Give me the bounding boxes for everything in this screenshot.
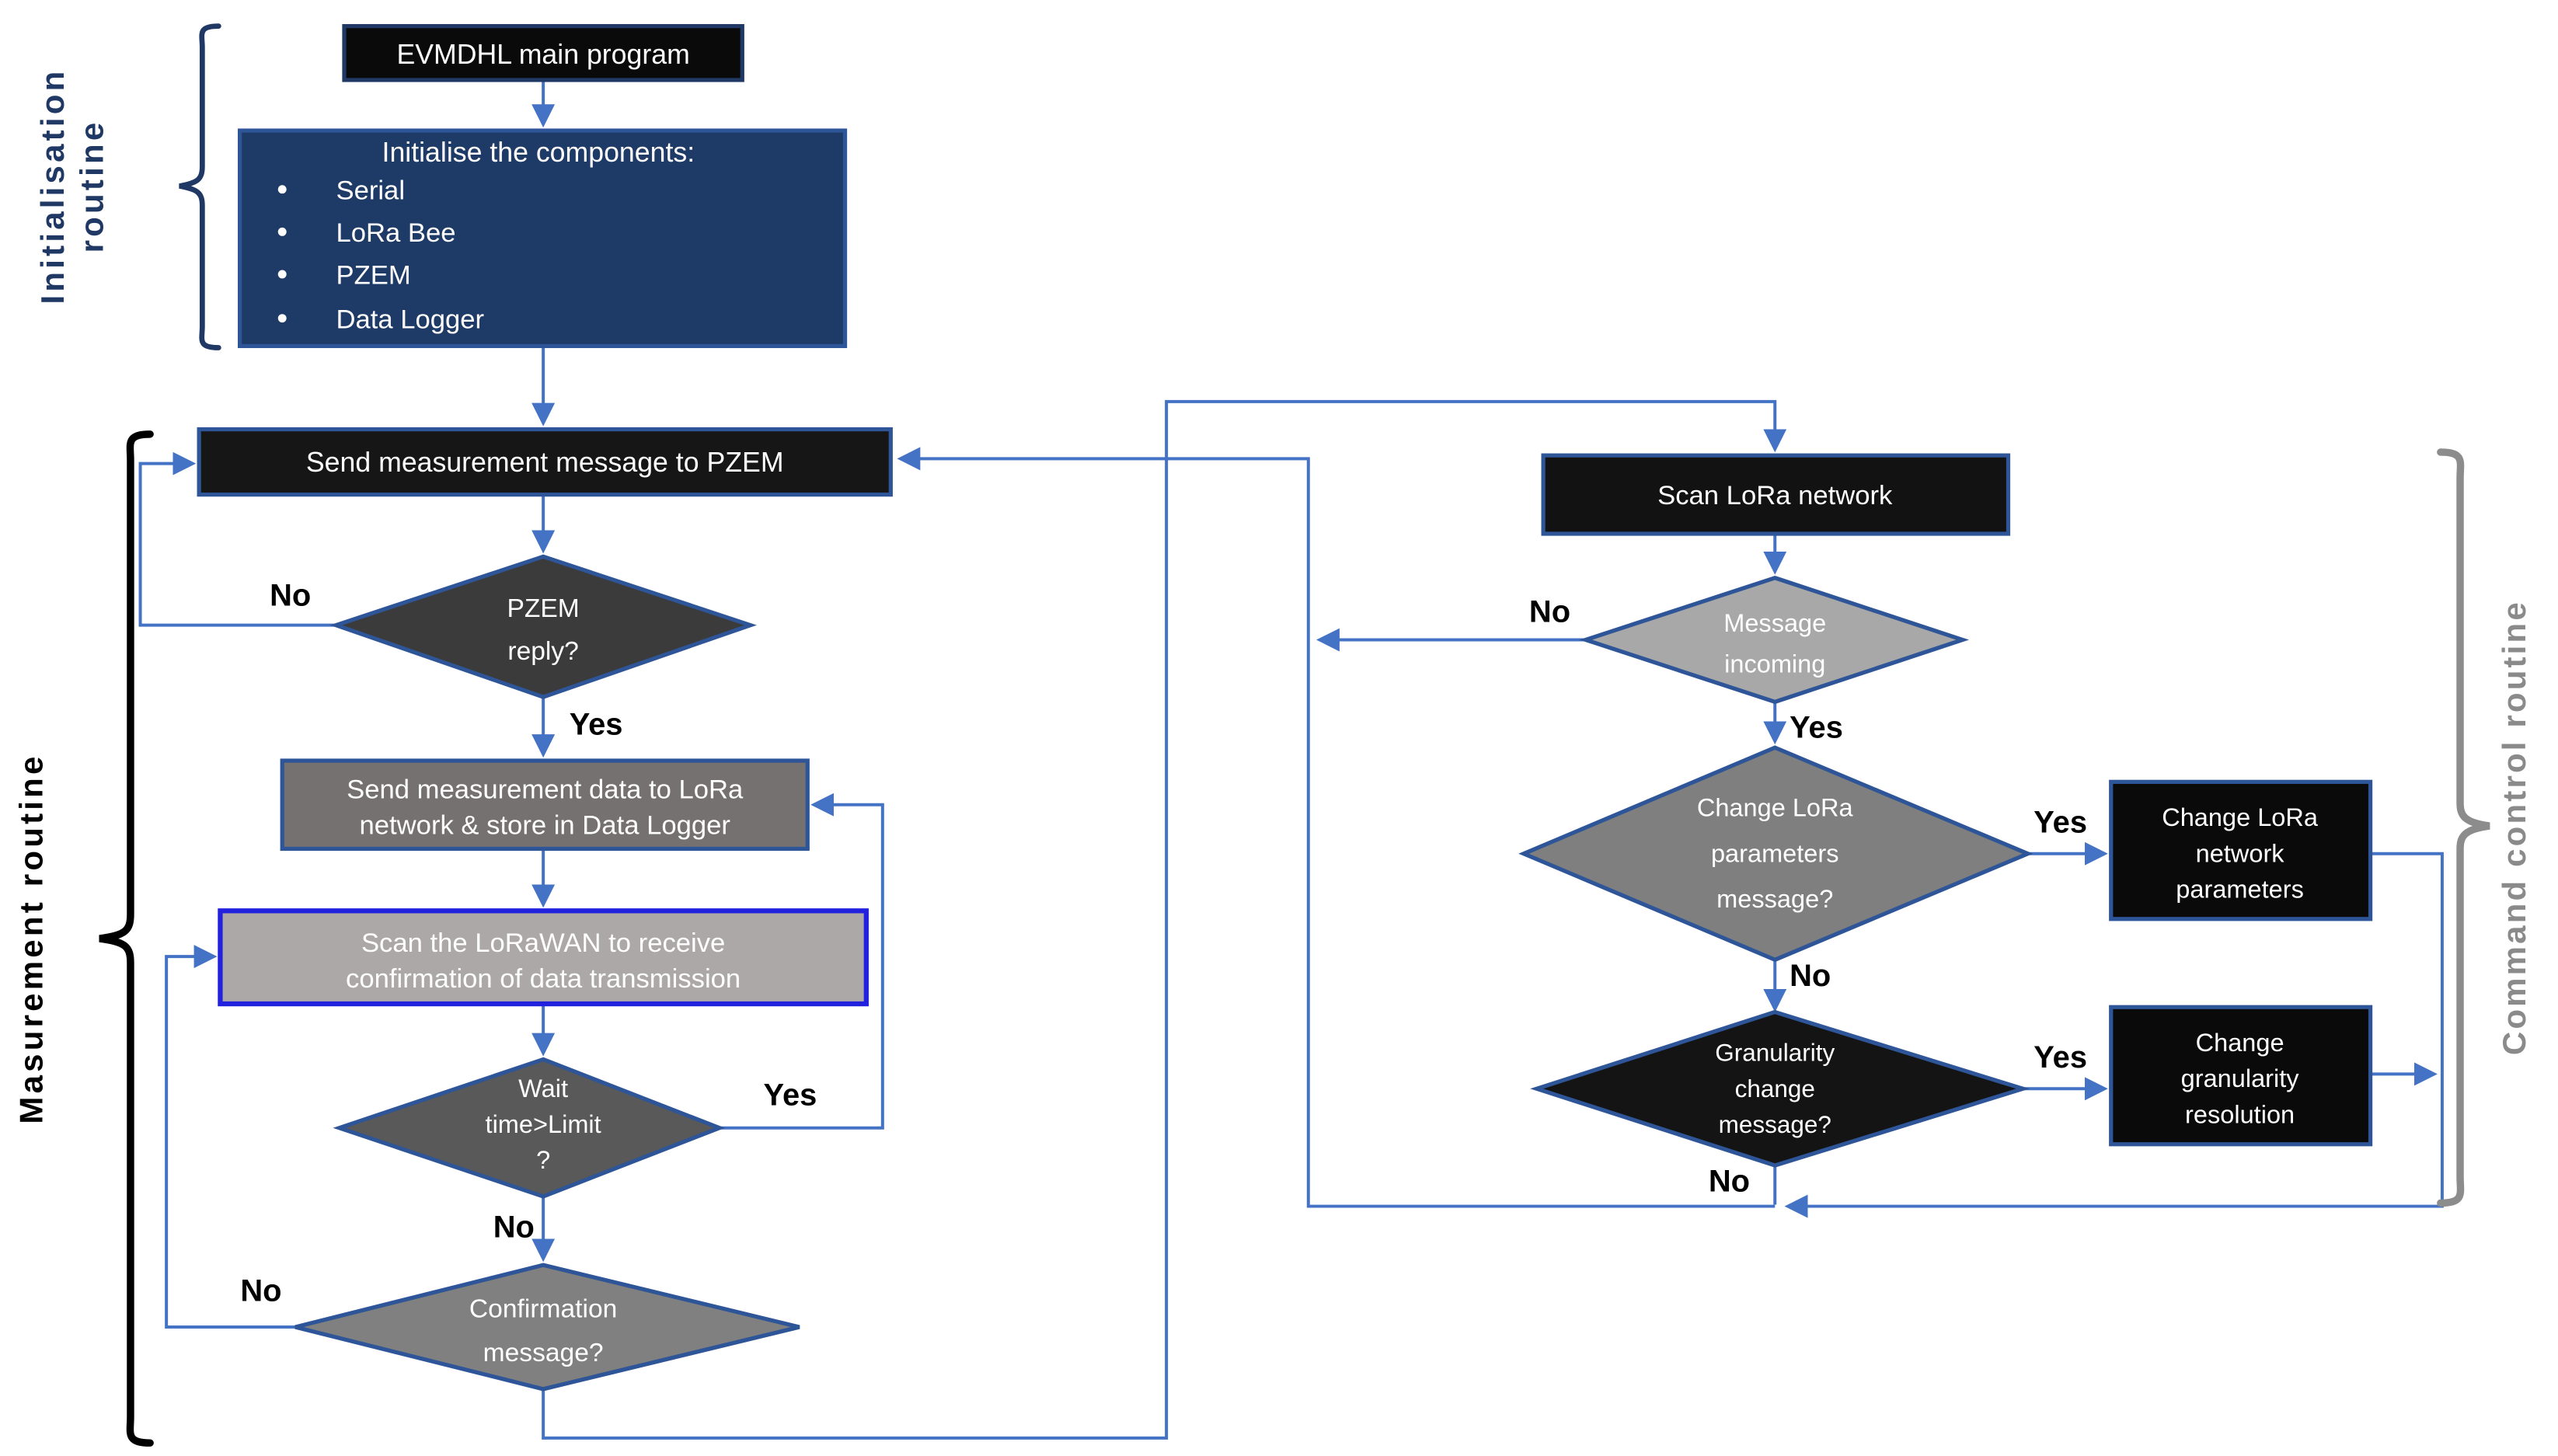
edge-label-gran-no: No <box>1709 1165 1750 1199</box>
init-item-datalogger: Data Logger <box>336 305 484 334</box>
measurement-label-text: Masurement routine <box>13 753 50 1123</box>
send-data-line2: network & store in Data Logger <box>360 811 730 841</box>
bullet-icon <box>277 185 287 194</box>
init-components-box <box>238 128 848 349</box>
node-granularity-q: Granularity change message? <box>1530 1009 2030 1168</box>
change-params-box <box>2109 779 2373 921</box>
change-params-q-diamond <box>1518 745 2034 963</box>
initialisation-bracket <box>179 23 221 350</box>
node-confirmation: Confirmation message? <box>294 1263 800 1392</box>
node-init-components: Initialise the components: Serial LoRa B… <box>238 128 848 349</box>
edge-label-gran-yes: Yes <box>2034 1040 2087 1075</box>
msg-incoming-diamond <box>1579 575 1970 705</box>
scan-lorawan-box <box>218 908 869 1007</box>
edge-label-params-no: No <box>1790 959 1831 993</box>
granularity-q-line3: message? <box>1719 1110 1831 1138</box>
node-main-program: EVMDHL main program <box>342 23 744 82</box>
change-params-line2: network <box>2196 839 2285 867</box>
change-gran-line3: resolution <box>2185 1100 2295 1128</box>
pzem-reply-diamond <box>329 554 757 699</box>
node-scan-lora: Scan LoRa network <box>1541 453 2011 536</box>
edge-confirmation-to-scanlora <box>542 399 1787 1440</box>
edge-confirmation-no-loop <box>165 945 296 1329</box>
change-params-line1: Change LoRa <box>2162 803 2319 831</box>
init-item-serial: Serial <box>336 176 405 205</box>
change-gran-line1: Change <box>2196 1029 2284 1057</box>
edge-wait-yes-loop <box>719 792 884 1130</box>
edge-label-conf-no: No <box>240 1273 281 1308</box>
change-gran-box <box>2109 1005 2373 1147</box>
send-pzem-box <box>197 427 893 497</box>
edge-label-msg-no: No <box>1529 594 1570 629</box>
edge-pzemreply-no-loop <box>138 451 336 627</box>
edge-return-to-sendpzem <box>897 447 1776 1208</box>
command-control-routine-label: Command control routine <box>2496 600 2532 1055</box>
msg-incoming-line2: incoming <box>1724 650 1825 678</box>
bullet-icon <box>277 270 287 279</box>
msg-incoming-line1: Message <box>1723 609 1826 637</box>
send-data-line1: Send measurement data to LoRa <box>347 775 744 804</box>
node-change-gran: Change granularity resolution <box>2109 1005 2373 1147</box>
edge-label-params-yes: Yes <box>2034 805 2087 839</box>
node-pzem-reply: PZEM reply? <box>329 554 757 699</box>
initialisation-label-line2: routine <box>73 120 110 253</box>
measurement-routine-label: Masurement routine <box>13 753 50 1123</box>
send-pzem-label: Send measurement message to PZEM <box>306 447 784 478</box>
change-gran-line2: granularity <box>2181 1064 2300 1092</box>
confirmation-line1: Confirmation <box>469 1294 617 1323</box>
edge-label-msg-yes: Yes <box>1790 711 1843 745</box>
send-data-box <box>280 758 810 852</box>
wait-limit-line1: Wait <box>518 1075 568 1102</box>
edge-label-pzem-no: No <box>270 578 311 612</box>
command-bracket <box>2437 448 2490 1207</box>
granularity-q-line2: change <box>1735 1075 1815 1102</box>
edge-changeparams-return <box>1784 852 2444 1218</box>
init-item-lorabee: LoRa Bee <box>336 218 455 248</box>
change-params-q-line3: message? <box>1716 885 1833 913</box>
node-scan-lorawan: Scan the LoRaWAN to receive confirmation… <box>218 908 869 1007</box>
node-change-params-q: Change LoRa parameters message? <box>1518 745 2034 963</box>
granularity-q-line1: Granularity <box>1715 1039 1835 1067</box>
scan-lora-label: Scan LoRa network <box>1657 481 1893 510</box>
granularity-q-diamond <box>1530 1009 2030 1168</box>
initialisation-routine-label: Initialisation routine <box>34 68 110 305</box>
pzem-reply-line1: PZEM <box>507 594 579 623</box>
edges-group <box>138 79 2444 1440</box>
main-program-label: EVMDHL main program <box>396 39 689 70</box>
wait-limit-diamond <box>333 1057 726 1199</box>
main-program-box <box>342 23 744 82</box>
confirmation-diamond <box>294 1263 800 1392</box>
edge-label-wait-yes: Yes <box>764 1078 817 1112</box>
node-send-pzem: Send measurement message to PZEM <box>197 427 893 497</box>
initialisation-label-line1: Initialisation <box>34 68 71 305</box>
wait-limit-line3: ? <box>536 1146 550 1174</box>
bullet-icon <box>277 227 287 236</box>
bullet-icon <box>277 314 287 323</box>
scan-lora-box <box>1541 453 2011 536</box>
scan-lorawan-line2: confirmation of data transmission <box>346 964 741 994</box>
change-params-q-line2: parameters <box>1711 839 1839 867</box>
confirmation-line2: message? <box>483 1339 604 1367</box>
change-params-line3: parameters <box>2176 875 2304 903</box>
wait-limit-line2: time>Limit <box>486 1110 601 1138</box>
node-change-params: Change LoRa network parameters <box>2109 779 2373 921</box>
node-wait-limit: Wait time>Limit ? <box>333 1057 726 1199</box>
init-components-title: Initialise the components: <box>382 137 695 168</box>
init-item-pzem: PZEM <box>336 261 410 291</box>
pzem-reply-line2: reply? <box>507 637 578 666</box>
measurement-bracket <box>99 430 154 1447</box>
change-params-q-line1: Change LoRa <box>1697 793 1854 821</box>
node-send-data: Send measurement data to LoRa network & … <box>280 758 810 852</box>
node-msg-incoming: Message incoming <box>1579 575 1970 705</box>
edge-labels-group: No Yes Yes No No No Yes Yes No Yes No <box>240 578 2087 1308</box>
command-label-text: Command control routine <box>2496 600 2532 1055</box>
edge-label-pzem-yes: Yes <box>570 707 623 741</box>
edge-label-wait-no: No <box>493 1210 535 1244</box>
scan-lorawan-line1: Scan the LoRaWAN to receive <box>361 928 725 958</box>
